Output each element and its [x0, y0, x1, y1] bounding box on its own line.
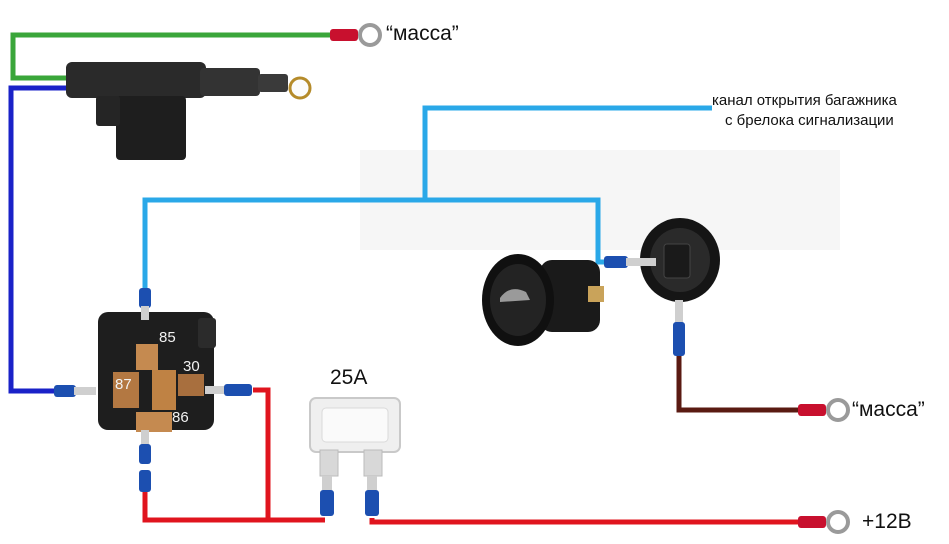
ring-terminal-ground-top [330, 23, 382, 47]
terminal-fuse-right [365, 476, 379, 516]
door-lock-actuator-icon [66, 62, 312, 160]
label-fuse-rating: 25А [330, 366, 368, 389]
terminal-relay-87 [54, 385, 96, 397]
trunk-button-icon [482, 254, 604, 346]
relay-pin-86: 86 [172, 409, 189, 426]
terminal-relay-86 [139, 430, 151, 492]
relay-pin-87: 87 [115, 376, 132, 393]
brown-wire [676, 356, 802, 413]
label-trunk-channel-line2: с брелока сигнализации [725, 112, 894, 129]
dark-blue-wire [8, 85, 72, 394]
relay-icon [98, 312, 216, 432]
green-wire [10, 32, 335, 81]
relay-pin-85: 85 [159, 329, 176, 346]
terminal-button-out [673, 300, 685, 356]
blade-fuse-icon [309, 397, 401, 477]
label-ground-top: “масса” [386, 22, 459, 45]
red-wire-relay-86 [142, 492, 268, 523]
red-wire-relay-30 [253, 387, 325, 523]
trunk-button-rear-icon [640, 218, 720, 302]
terminal-relay-30 [205, 384, 252, 396]
label-trunk-channel-line1: канал открытия багажника [712, 92, 897, 109]
ring-terminal-ground-right [798, 398, 850, 422]
ring-terminal-plus12 [798, 510, 850, 534]
label-plus12: +12В [862, 510, 912, 533]
label-ground-right: “масса” [852, 398, 925, 421]
relay-pin-30: 30 [183, 358, 200, 375]
terminal-button-in [604, 256, 656, 268]
terminal-fuse-left [320, 476, 334, 516]
red-wire-plus12 [369, 518, 802, 525]
terminal-relay-85 [139, 288, 151, 320]
